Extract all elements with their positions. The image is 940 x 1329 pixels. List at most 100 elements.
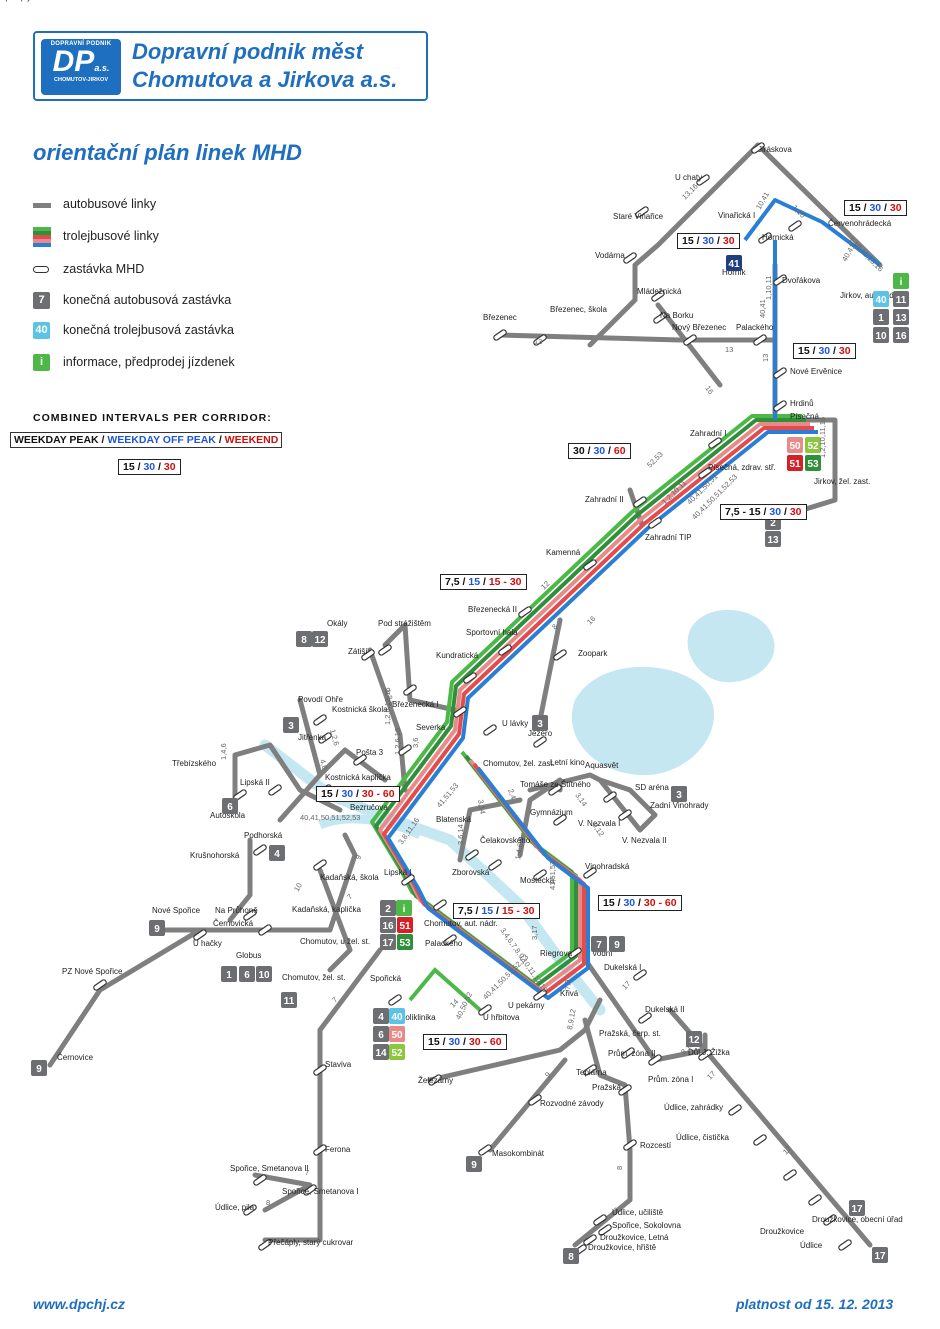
legend-label: konečná autobusová zastávka [63,293,232,307]
stop-label: Jirkov, žel. zast. [814,477,870,486]
interval-peak: 15 [321,788,333,800]
stop-label: Sportovní hala [466,628,518,637]
stop-marker [758,232,772,244]
company-line-1: Dopravní podnik měst [132,39,364,64]
stop-marker [253,1174,267,1186]
interval-peak: 15 [428,1036,440,1048]
stop-label: Gymnázium [530,808,573,817]
stop-label: Černovice [57,1053,94,1062]
terminal-badge-label: 8 [568,1252,574,1263]
interval-peak: 15 [798,345,810,357]
stop-label: Okály [327,619,347,628]
terminal-badges: 4011113101641505251532138123376432165117… [31,255,909,1264]
stop-label: Severka [416,723,446,732]
terminal-badge [397,934,413,950]
logo-as: a.s. [94,63,110,73]
stop-marker [478,1004,492,1016]
terminal-badge-label: i [403,904,406,915]
stop-label: Kadaňská, kaplička [292,905,361,914]
terminal-badge [466,1156,482,1172]
stop-marker [493,329,507,341]
interval-separator: / [781,506,790,518]
stop-marker [638,1012,652,1024]
stop-label: V. Nezvala I [578,819,620,828]
stop-label: Kundratická [436,651,479,660]
trolley-route [386,430,818,1000]
stop-label: Horník [722,268,747,277]
corridor-interval-box: 30 / 30 / 60 [568,443,631,459]
terminal-badge [221,966,237,982]
stop-label: Blatenská [436,815,472,824]
terminal-badge [872,1247,888,1263]
interval-separator: / [332,788,342,800]
stop-label: Zborovská [452,868,490,877]
stop-label: Červenohrádecká [828,219,892,228]
company-name: Dopravní podnik měst Chomutova a Jirkova… [132,38,397,94]
legend-label: konečná trolejbusová zastávka [63,323,234,337]
stop-label: Palackého [736,323,774,332]
interval-weekend: 30 [789,506,802,518]
terminal-badge [893,327,909,343]
stop-label: U hačky [193,939,222,948]
website-link[interactable]: www.dpchj.cz [33,1296,126,1312]
line-number-label: 1,2,6,16 [393,728,402,755]
stop-label: Spořická [370,974,402,983]
stop-label: Teplárna [576,1068,607,1077]
terminal-badge [380,934,396,950]
stop-label: U chaty [675,173,702,182]
stop-label: Lipská I [384,868,412,877]
stop-marker [583,1234,597,1246]
stop-label: SD aréna [635,783,669,792]
stop-label: Hornická [762,233,794,242]
terminal-badge-label: 40 [391,1012,403,1023]
stop-label: Zadní Vinohrady [650,801,709,810]
stop-label: Prům. zóna I [648,1075,693,1084]
stop-marker [683,334,697,346]
logo-top-text: DOPRAVNÍ PODNIK [50,41,112,47]
corridor-interval-box: 15 / 30 / 30 - 60 [316,786,400,802]
corridor-interval-box: 15 / 30 / 30 [844,200,907,216]
interval-sample: 15 / 30 / 30 [118,459,181,475]
terminal-badge [609,936,625,952]
interval-weekend: 30 [722,235,735,247]
stop-label: Vodárna [595,251,625,260]
terminal-badge-label: 6 [244,970,250,981]
stop-label: Rozvodné závody [540,1099,604,1108]
stop-label: Staré Vinařice [613,212,664,221]
stop-marker [623,252,637,264]
stop-marker [583,559,597,571]
stop-label: PZ Nové Spořice [62,967,123,976]
interval-separator: / [614,897,624,909]
line-number-label: 13 [534,337,542,346]
stop-marker [498,644,512,656]
terminal-badge-label: 3 [676,790,682,801]
interval-offpeak: 30 [769,506,782,518]
stop-marker [533,334,547,346]
line-number-label: 1,4,6,9 [513,836,526,860]
interval-weekend: 30 - 60 [361,788,395,800]
interval-offpeak: 30 [448,1036,461,1048]
trolley-terminal-badge: 40 [33,322,50,339]
bus-route [157,832,358,933]
stop-label: Chomutov, žel. zast. [483,759,555,768]
bus-route [277,772,323,823]
bus-route [227,837,253,923]
stop-marker [838,1239,852,1251]
stop-marker [618,809,632,821]
bus-route [487,1057,568,1153]
terminal-badge-label: 11 [896,295,907,306]
corridor-interval-box: 15 / 30 / 30 - 60 [598,895,682,911]
stop-label: Pošta 3 [356,748,384,757]
line-number-label: 8,9,12 [565,1008,577,1030]
stop-marker [433,899,447,911]
interval-weekend: 30 - 60 [468,1036,502,1048]
stop-label: Údlice [800,1241,823,1250]
terminal-badge [396,900,412,916]
stop-label: Třebízského [172,759,217,768]
stop-label: Masokombinát [492,1149,545,1158]
interval-separator: / [809,345,819,357]
stop-marker [635,206,649,218]
stop-label: Spořice, Smetanova I [282,1187,358,1196]
stop-label: Jiráskova [758,145,792,154]
line-number-label: 1,2,10,11,16 [818,417,827,458]
